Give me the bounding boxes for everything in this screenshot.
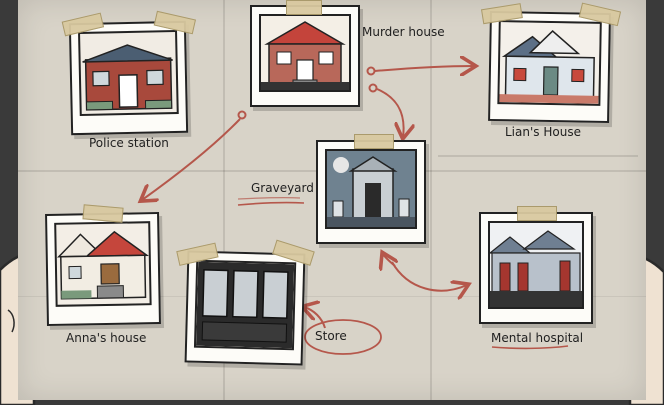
lians-house-building-icon: [499, 22, 600, 104]
murder-house-building-icon: [261, 21, 349, 90]
police-station-building-icon: [82, 44, 173, 111]
store-front-icon: [195, 261, 295, 349]
tape: [517, 206, 557, 221]
board-crease: [438, 155, 638, 157]
store-label[interactable]: Store: [315, 329, 347, 343]
graveyard-photo: [325, 149, 417, 229]
board-crease: [18, 296, 646, 297]
mental-hospital-building-icon: [490, 223, 582, 307]
store-photo: [193, 259, 297, 351]
tape: [286, 0, 322, 15]
police-station-photo: [78, 29, 179, 117]
murder-house-card[interactable]: [250, 0, 360, 107]
mental-hospital-photo: [488, 221, 584, 309]
annas-house-photo: [54, 221, 152, 307]
mental-hospital-card[interactable]: [479, 206, 593, 324]
graveyard-label[interactable]: Graveyard: [251, 181, 314, 195]
graveyard-building-icon: [327, 151, 415, 227]
lians-house-label[interactable]: Lian's House: [505, 125, 581, 139]
annas-house-building-icon: [56, 230, 150, 300]
murder-house-photo: [259, 14, 351, 92]
mental-hospital-label[interactable]: Mental hospital: [491, 331, 584, 345]
tape: [82, 204, 124, 223]
police-station-card[interactable]: [61, 10, 197, 136]
annas-house-card[interactable]: [45, 204, 161, 326]
graveyard-card[interactable]: [316, 134, 426, 244]
annas-house-label[interactable]: Anna's house: [66, 331, 147, 345]
tape: [354, 134, 394, 149]
store-card[interactable]: [176, 239, 315, 366]
murder-house-label[interactable]: Murder house: [362, 25, 445, 39]
lians-house-photo: [497, 20, 602, 106]
board-crease: [430, 0, 432, 400]
police-station-label[interactable]: Police station: [89, 136, 169, 150]
lians-house-card[interactable]: [480, 2, 622, 124]
